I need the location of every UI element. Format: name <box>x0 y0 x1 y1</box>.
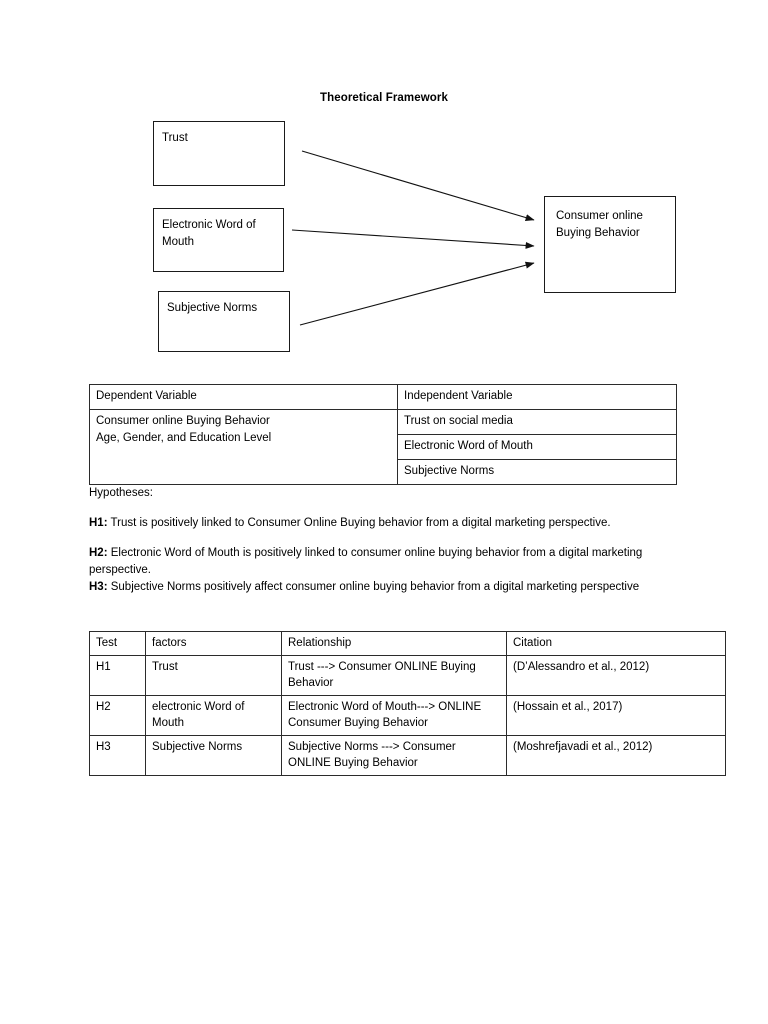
hypotheses-cell-factors: Trust <box>145 654 282 696</box>
arrow-trust-to-outcome <box>301 150 535 221</box>
hypothesis-h1: H1: Trust is positively linked to Consum… <box>89 515 679 532</box>
hypotheses-cell-relationship: Subjective Norms ---> Consumer ONLINE Bu… <box>281 734 507 776</box>
hypotheses-heading: Hypotheses: <box>89 487 153 499</box>
hypothesis-h3: H3: Subjective Norms positively affect c… <box>89 579 679 596</box>
hypotheses-cell-test: H2 <box>89 694 146 736</box>
variables-independent-ewom: Electronic Word of Mouth <box>397 434 677 460</box>
hypotheses-cell-relationship: Electronic Word of Mouth---> ONLINE Cons… <box>281 694 507 736</box>
hypotheses-section: Hypotheses: H1: Trust is positively link… <box>89 485 679 596</box>
hypotheses-cell-test: H3 <box>89 734 146 776</box>
variables-independent-trust: Trust on social media <box>397 409 677 435</box>
hypothesis-h2-lead: H2: <box>89 547 108 559</box>
table-row: Electronic Word of Mouth <box>90 434 677 460</box>
hypothesis-h1-text: Trust is positively linked to Consumer O… <box>107 517 611 529</box>
hypotheses-header-factors: factors <box>145 631 282 656</box>
hypothesis-h2-text: Electronic Word of Mouth is positively l… <box>89 547 643 576</box>
diagram-title: Theoretical Framework <box>319 92 448 104</box>
table-row: Dependent Variable Independent Variable <box>89 384 677 410</box>
table-row: Subjective Norms <box>90 459 677 485</box>
table-row: H1 Trust Trust ---> Consumer ONLINE Buyi… <box>89 654 726 696</box>
hypotheses-header-relationship: Relationship <box>281 631 507 656</box>
hypotheses-cell-factors: electronic Word of Mouth <box>145 694 282 736</box>
hypothesis-h3-lead: H3: <box>89 581 108 593</box>
diagram-arrow-layer <box>291 150 535 326</box>
hypotheses-header-test: Test <box>89 631 146 656</box>
variables-table: Dependent Variable Independent Variable … <box>89 384 677 485</box>
hypothesis-h2: H2: Electronic Word of Mouth is positive… <box>89 545 679 579</box>
arrow-ewom-to-outcome <box>291 229 535 249</box>
hypotheses-header-citation: Citation <box>506 631 726 656</box>
hypothesis-h1-lead: H1: <box>89 517 108 529</box>
table-row: Test factors Relationship Citation <box>89 631 726 656</box>
diagram-node-subjective-norms: Subjective Norms <box>158 291 290 352</box>
arrow-subjective-norms-to-outcome <box>299 261 535 326</box>
variables-header-independent: Independent Variable <box>397 384 677 410</box>
hypotheses-test-table: Test factors Relationship Citation H1 Tr… <box>89 631 726 776</box>
table-row: H3 Subjective Norms Subjective Norms ---… <box>89 734 726 776</box>
hypotheses-cell-citation: (Hossain et al., 2017) <box>506 694 726 736</box>
hypotheses-cell-factors: Subjective Norms <box>145 734 282 776</box>
hypotheses-cell-test: H1 <box>89 654 146 696</box>
theoretical-framework-diagram: Theoretical Framework Trust Electronic W… <box>0 0 768 375</box>
variables-independent-subjective-norms: Subjective Norms <box>397 459 677 485</box>
table-row: H2 electronic Word of Mouth Electronic W… <box>89 694 726 736</box>
hypotheses-cell-citation: (D’Alessandro et al., 2012) <box>506 654 726 696</box>
variables-header-dependent: Dependent Variable <box>89 384 398 410</box>
hypotheses-cell-citation: (Moshrefjavadi et al., 2012) <box>506 734 726 776</box>
hypotheses-cell-relationship: Trust ---> Consumer ONLINE Buying Behavi… <box>281 654 507 696</box>
hypothesis-h3-text: Subjective Norms positively affect consu… <box>107 581 640 593</box>
diagram-node-trust: Trust <box>153 121 285 186</box>
